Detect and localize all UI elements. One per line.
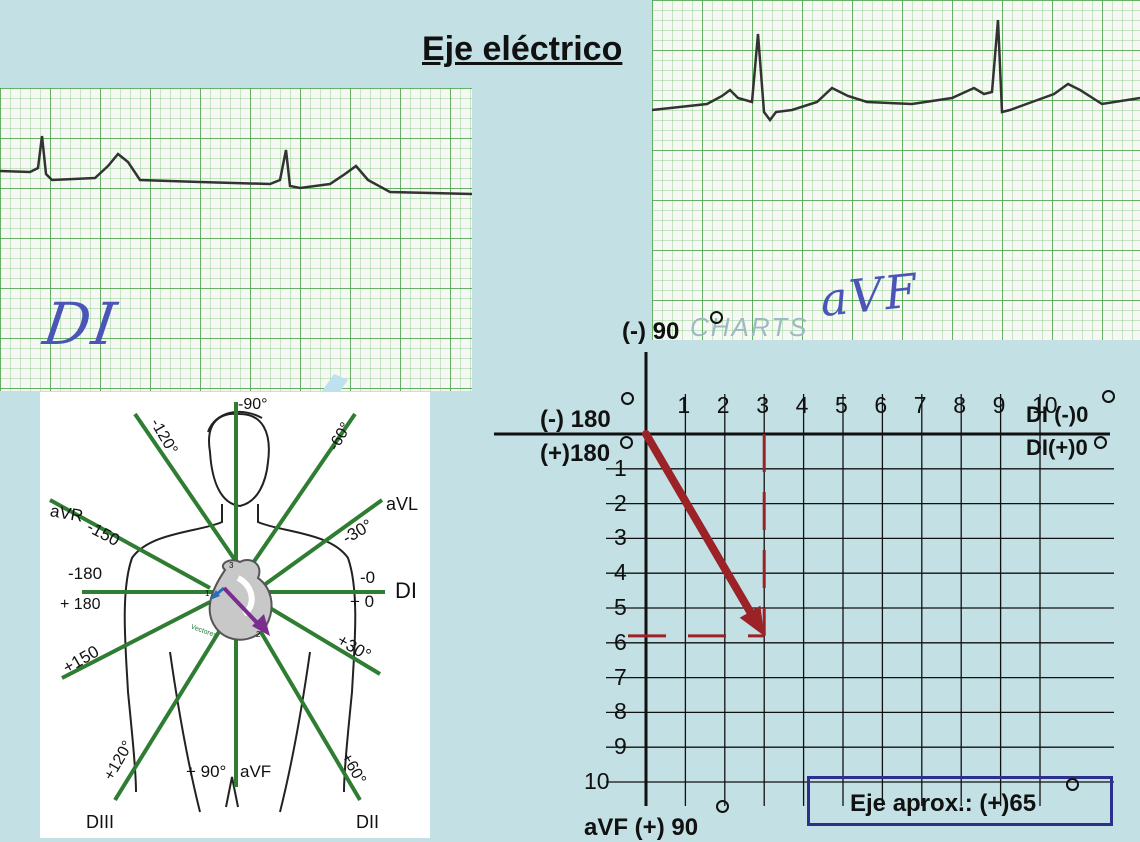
lead-diii-label: DIII [86,812,115,832]
degree-symbol [1066,778,1079,791]
x-tick-label: 4 [795,392,809,418]
y-tick-label: 2 [614,489,627,516]
x-tick-label: 3 [756,392,769,418]
y-tick-label: 4 [614,559,627,586]
degree-symbol [1102,390,1115,403]
angle-bottom: + 90° [186,762,227,781]
x-tick-label: 5 [835,392,848,418]
ecg-trace-di [0,135,472,196]
result-text: Eje aprox.: (+)65 [850,790,1037,817]
hexaxial-svg [40,392,430,838]
y-tick-label: 9 [614,733,627,760]
plot-right-neg-label: DI (-)0 [1026,402,1089,427]
x-tick-label: 6 [874,392,888,418]
x-tick-label: 7 [913,392,927,418]
lead-dii-label: DII [356,812,380,832]
axis-vector-arrow [642,430,755,616]
degree-symbol [716,800,729,813]
plot-right-pos-label: DI(+)0 [1026,435,1088,460]
y-tick-label: 10 [584,768,610,794]
y-tick-label: 8 [614,698,627,725]
vector-2 [222,586,264,630]
degree-symbol [1094,436,1107,449]
heart-mark-2: 2 [256,630,261,639]
heart-mark-3: 3 [229,561,234,570]
angle-right-pos: + 0 [350,592,375,611]
heart-mark-1: 1 [205,589,210,598]
angle-left-pos: + 180 [60,596,101,613]
y-tick-label: 1 [614,454,627,481]
y-tick-label: 3 [614,524,627,551]
lead-avf-label: aVF [240,762,272,781]
ecg-trace-avf [652,19,1140,123]
result-box [807,776,1113,826]
angle-right-neg: -0 [360,568,376,587]
plot-left-pos-label: (+)180 [540,440,611,467]
plot-left-neg-label: (-) 180 [540,406,611,433]
x-tick-label: 2 [716,392,730,418]
degree-symbol [620,436,633,449]
y-tick-label: 5 [614,594,627,620]
vector-1-head [210,590,220,600]
y-tick-label: 6 [614,628,627,655]
plot-bottom-label: aVF (+) 90 [584,814,699,841]
ecg-strip-avf [652,0,1140,340]
hexaxial-diagram: 3 1 2 Vectores -90° -120° -60° aVR -150 … [40,392,430,838]
lead-di-label: DI [395,578,417,603]
plot-top-label: (-) 90 [622,318,680,345]
angle-left-neg: -180 [68,564,103,583]
paper-print-text: CHARTS [690,312,809,342]
vector-2-head [252,614,270,636]
x-tick-label: 1 [677,392,691,418]
axis-vector-arrowhead [739,605,765,636]
torso-outline [123,410,357,813]
connector-tab [320,374,348,394]
x-tick-label: 8 [953,392,966,418]
lead-lines [49,402,385,802]
lead-avl: aVL [386,494,419,514]
x-tick-label: 10 [1032,392,1058,418]
page-title: Eje eléctrico [422,30,623,68]
degree-symbol [710,311,723,324]
angle-top: -90° [238,396,268,413]
ecg-strip-di [0,88,472,391]
x-tick-label: 9 [992,392,1006,418]
degree-symbol [621,392,634,405]
y-tick-label: 7 [614,663,627,690]
